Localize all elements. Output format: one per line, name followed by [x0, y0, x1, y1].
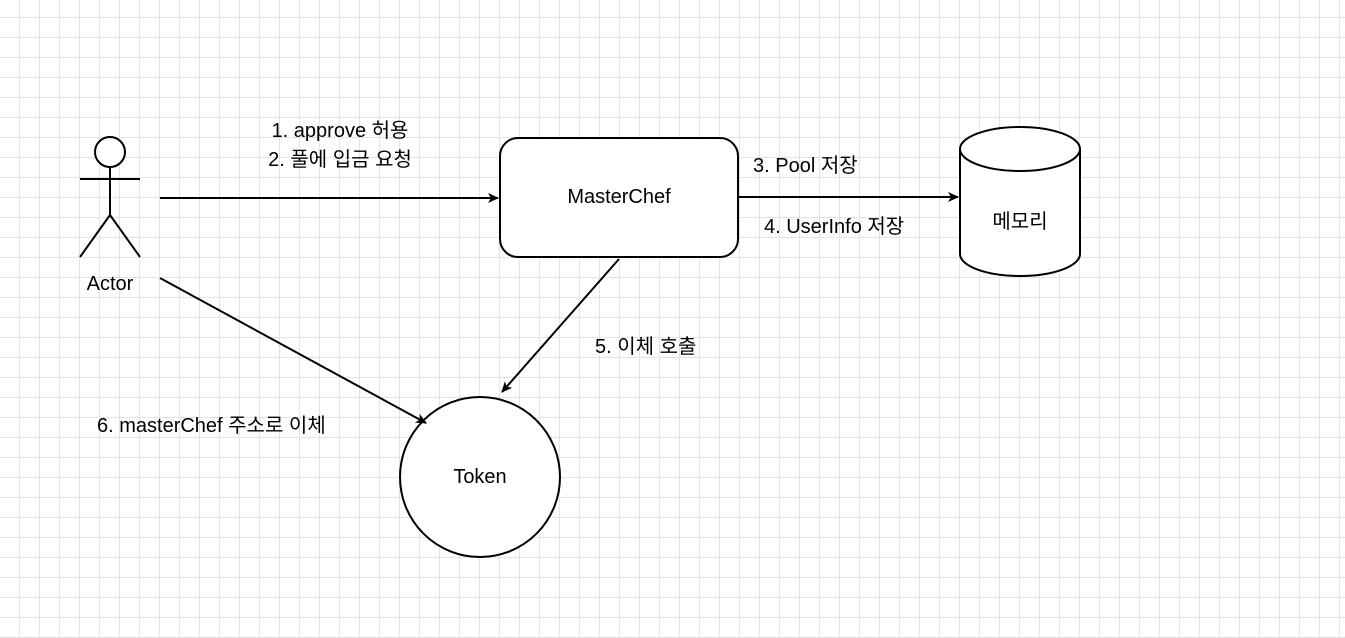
cylinder-top: [959, 126, 1081, 172]
token-node-circle[interactable]: [399, 396, 561, 558]
actor-stick-figure-icon[interactable]: [79, 136, 141, 258]
token-label: Token: [453, 466, 507, 488]
edge-label-approve: 1. approve 허용: [271, 120, 409, 142]
actor-left-leg: [79, 214, 111, 258]
cylinder-body: [959, 149, 1081, 277]
edge-label-pool-save: 3. Pool 저장: [753, 155, 858, 177]
actor-head: [94, 136, 126, 168]
masterchef-node-box[interactable]: [499, 137, 739, 258]
edge-label-userinfo-save: 4. UserInfo 저장: [764, 216, 905, 238]
edge-label-deposit-request: 2. 풀에 입금 요청: [268, 149, 412, 171]
masterchef-label: MasterChef: [567, 186, 671, 208]
edge-actor-to-token[interactable]: [159, 277, 427, 424]
edge-label-transfer-call: 5. 이체 호출: [595, 336, 697, 358]
database-cylinder-icon[interactable]: [959, 126, 1081, 277]
actor-label: Actor: [86, 273, 134, 295]
actor-right-leg: [109, 214, 141, 258]
edge-label-transfer-to-masterchef: 6. masterChef 주소로 이체: [97, 415, 326, 437]
memory-label: 메모리: [992, 211, 1048, 233]
edge-masterchef-to-token[interactable]: [501, 258, 620, 393]
